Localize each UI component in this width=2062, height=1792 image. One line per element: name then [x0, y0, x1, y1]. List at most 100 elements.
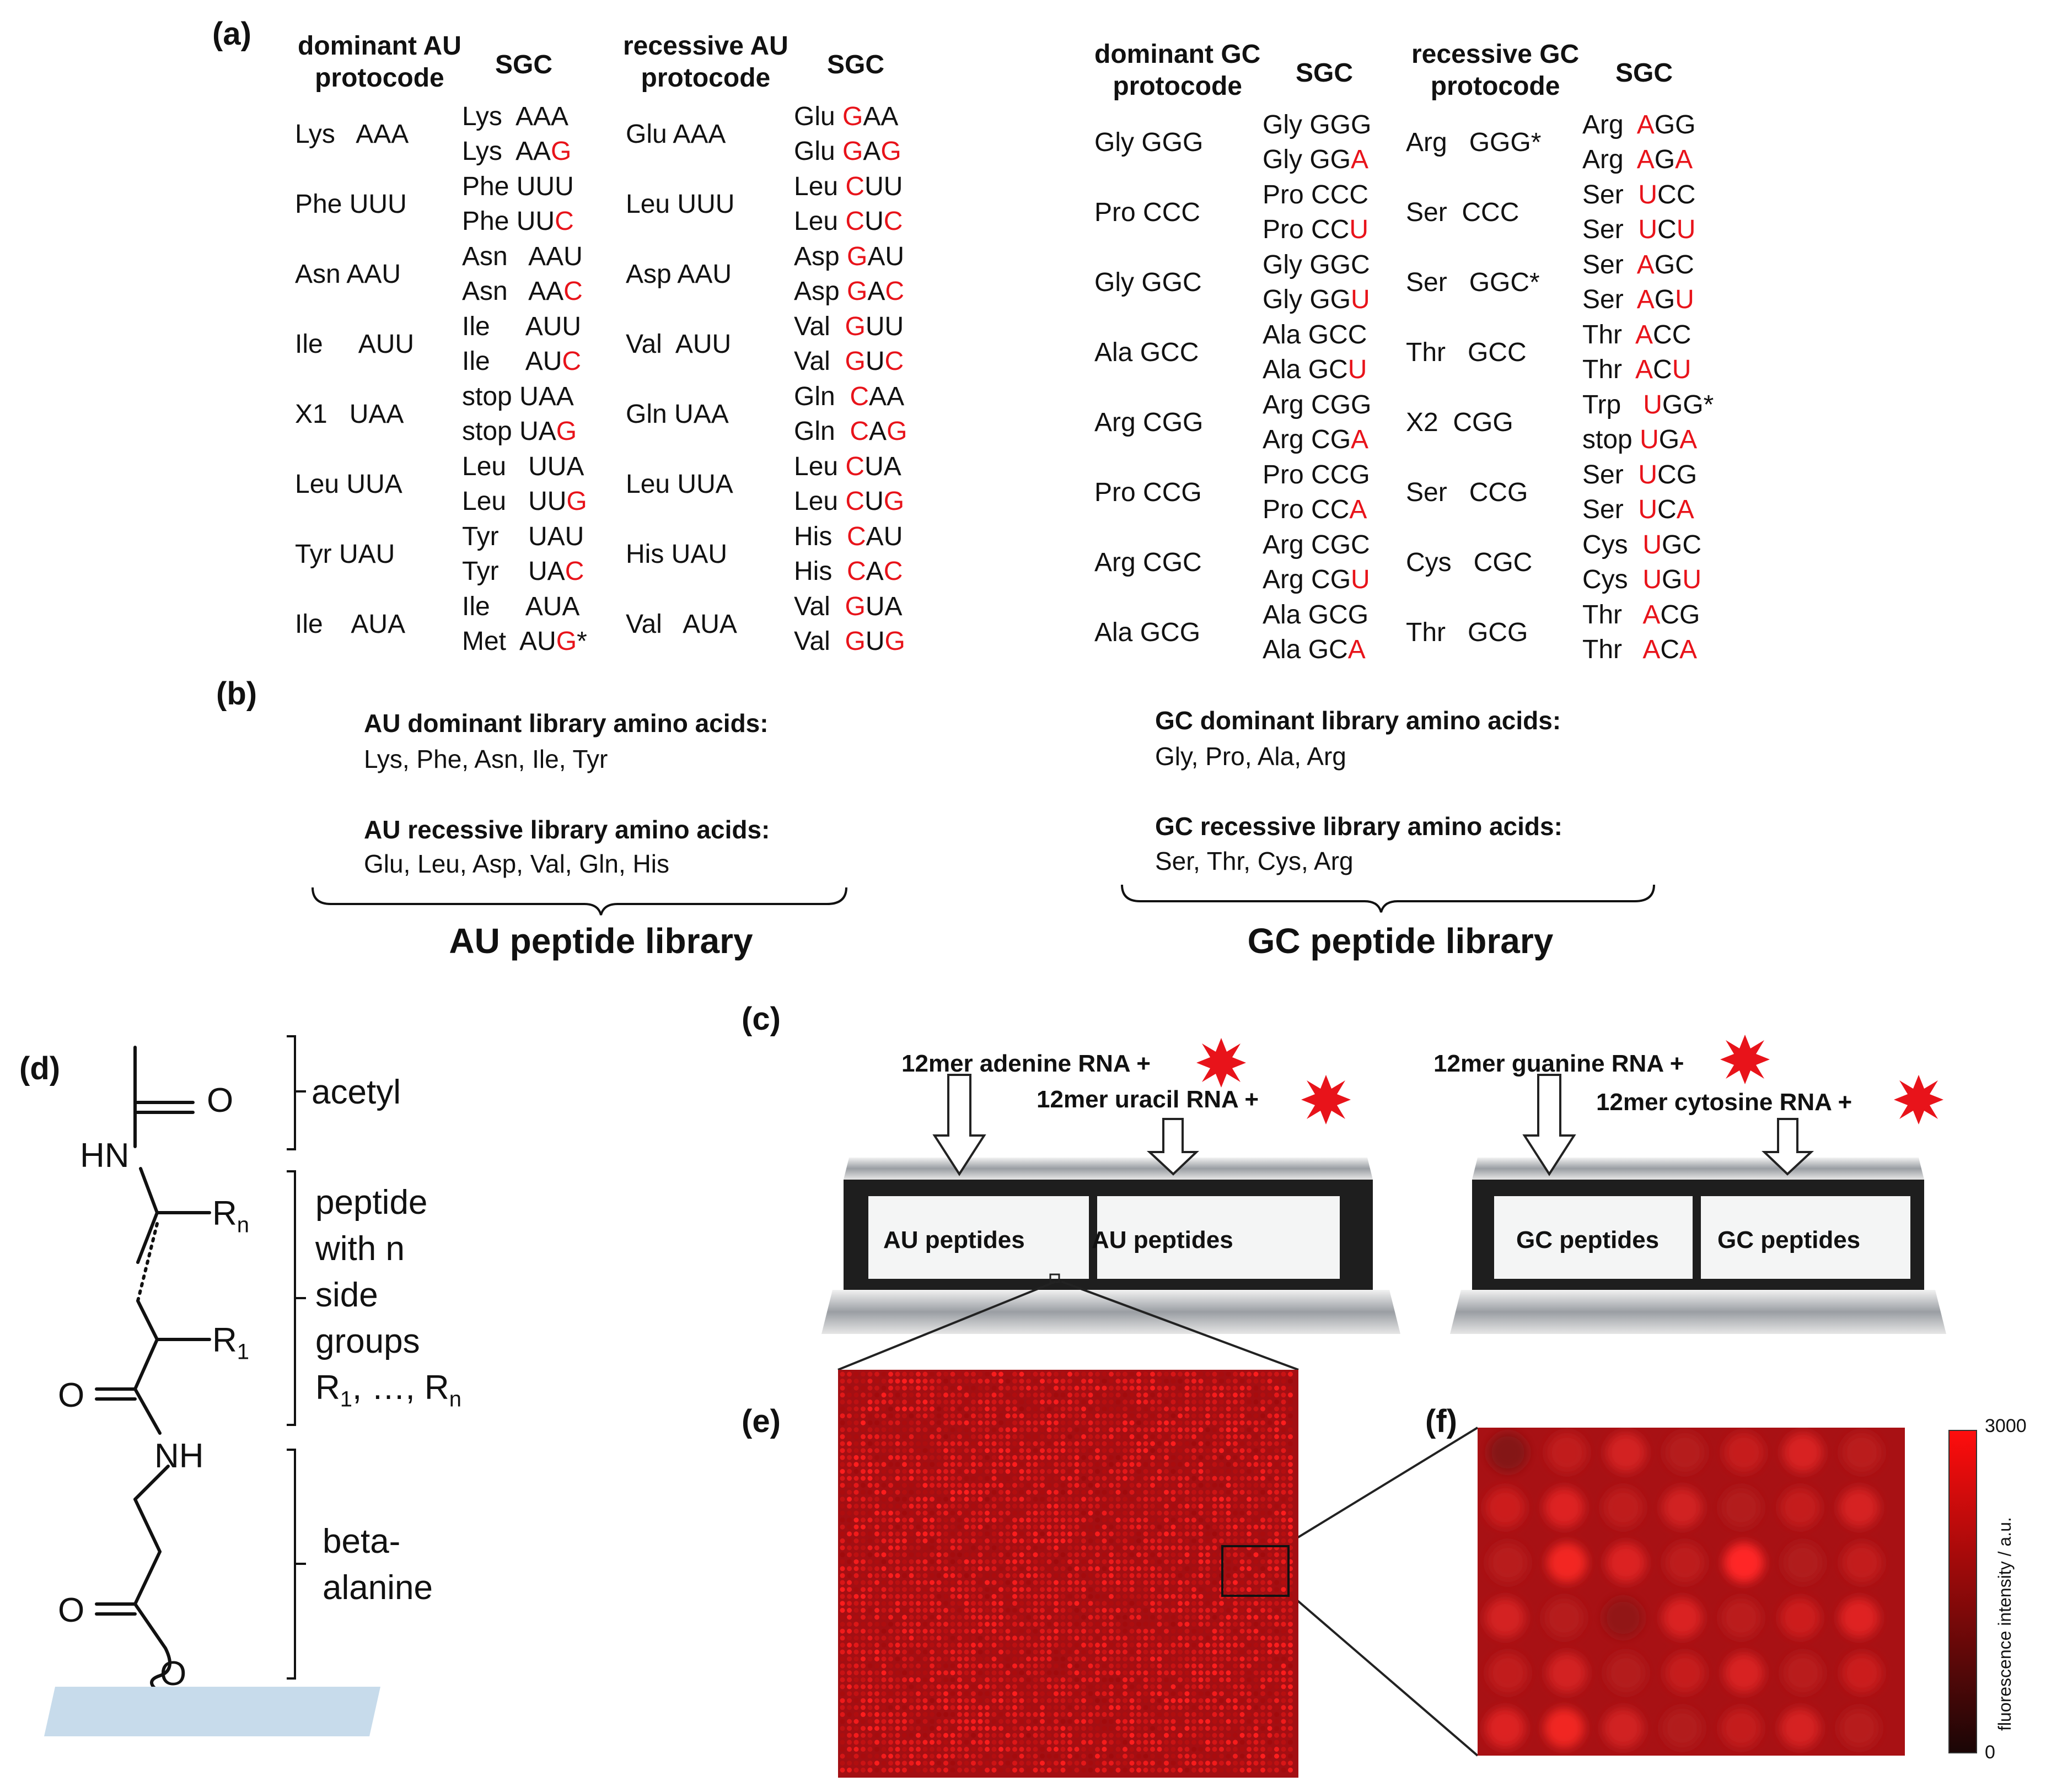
array-spot: [998, 1434, 1003, 1439]
array-spot: [922, 1746, 928, 1752]
array-spot: [1129, 1587, 1135, 1592]
protocode-codon: Ile AUU: [295, 330, 415, 359]
array-spot: [998, 1767, 1003, 1773]
array-spot: [1143, 1580, 1148, 1585]
array-spot: [1123, 1663, 1127, 1669]
array-spot: [881, 1448, 887, 1454]
array-spot: [1281, 1677, 1286, 1682]
array-spot: [1115, 1732, 1121, 1738]
array-spot: [943, 1503, 948, 1509]
array-spot: [950, 1503, 955, 1509]
array-spot: [902, 1531, 907, 1537]
array-spot: [1233, 1712, 1238, 1717]
array-spot: [1233, 1538, 1238, 1543]
array-spot: [1046, 1566, 1052, 1572]
chamber-au-1: AU peptides: [883, 1226, 1025, 1253]
array-spot: [861, 1510, 866, 1516]
array-spot: [1060, 1573, 1066, 1578]
array-spot: [1026, 1427, 1031, 1433]
au-dominant-title: AU dominant library amino acids:: [364, 709, 769, 738]
array-spot: [847, 1719, 852, 1724]
array-spot: [1253, 1573, 1259, 1578]
array-spot: [985, 1573, 990, 1578]
array-spot: [957, 1468, 962, 1474]
array-spot: [867, 1698, 873, 1703]
array-spot: [998, 1615, 1003, 1620]
array-spot: [936, 1448, 942, 1454]
array-spot: [1143, 1385, 1148, 1391]
array-spot: [881, 1649, 887, 1655]
array-spot: [1074, 1753, 1080, 1759]
array-spot: [895, 1420, 900, 1425]
array-spot: [1143, 1622, 1148, 1627]
array-spot: [1191, 1420, 1196, 1425]
array-spot: [978, 1448, 983, 1454]
array-spot: [1212, 1483, 1217, 1488]
array-spot: [881, 1441, 887, 1446]
array-spot: [1281, 1607, 1286, 1613]
array-spot: [1267, 1455, 1272, 1460]
array-spot: [930, 1503, 935, 1509]
array-spot: [902, 1691, 907, 1697]
array-spot: [1191, 1427, 1196, 1433]
array-spot: [861, 1726, 866, 1731]
array-spot: [943, 1767, 948, 1773]
array-spot: [1260, 1497, 1265, 1502]
array-spot: [1205, 1427, 1210, 1433]
array-spot: [1054, 1663, 1059, 1669]
array-spot: [964, 1622, 969, 1627]
array-spot: [936, 1406, 942, 1412]
array-spot: [1074, 1663, 1080, 1669]
array-spot: [1150, 1392, 1155, 1398]
array-spot: [1198, 1601, 1204, 1606]
array-spot: [1267, 1656, 1272, 1662]
array-spot: [1081, 1489, 1086, 1495]
array-spot: [881, 1566, 887, 1572]
array-spot: [1267, 1483, 1272, 1488]
array-spot: [1184, 1379, 1190, 1384]
array-spot: [1129, 1489, 1135, 1495]
array-spot: [1005, 1455, 1011, 1460]
array-spot: [964, 1698, 969, 1703]
array-spot: [861, 1545, 866, 1551]
protocode-codon: Leu UUA: [626, 470, 733, 499]
array-spot: [1288, 1413, 1293, 1419]
array-spot: [1033, 1684, 1038, 1689]
sgc-codon: Ile AUA: [462, 592, 580, 621]
array-spot: [985, 1615, 990, 1620]
array-spot: [991, 1663, 997, 1669]
sgc-codon: Ala GCC: [1263, 320, 1367, 349]
array-spot: [930, 1580, 935, 1585]
array-spot: [1115, 1622, 1121, 1627]
array-spot: [888, 1483, 893, 1488]
array-spot: [1019, 1712, 1024, 1717]
array-spot: [1267, 1698, 1272, 1703]
array-spot: [1012, 1476, 1017, 1481]
array-spot: [1095, 1538, 1100, 1543]
array-spot: [1212, 1420, 1217, 1425]
array-spot: [1219, 1732, 1224, 1738]
array-spot: [1274, 1559, 1279, 1564]
array-spot: [1260, 1552, 1265, 1558]
array-spot: [874, 1594, 879, 1599]
array-spot: [971, 1615, 976, 1620]
array-spot: [1226, 1649, 1231, 1655]
array-spot: [957, 1503, 962, 1509]
array-spot: [1226, 1767, 1231, 1773]
array-spot: [1253, 1413, 1259, 1419]
array-spot: [1239, 1684, 1245, 1689]
array-spot: [991, 1607, 997, 1613]
array-spot: [998, 1573, 1003, 1578]
adenine-rna-label: 12mer adenine RNA +: [901, 1050, 1151, 1077]
au-recessive-title: AU recessive library amino acids:: [364, 815, 770, 844]
array-spot: [1067, 1594, 1072, 1599]
array-spot: [922, 1448, 928, 1454]
array-spot: [909, 1476, 914, 1481]
array-spot: [971, 1455, 976, 1460]
array-spot: [1239, 1379, 1245, 1384]
array-spot: [874, 1385, 879, 1391]
beta-alanine-label: beta- alanine: [323, 1522, 433, 1607]
array-spot: [895, 1649, 900, 1655]
array-spot: [1040, 1753, 1045, 1759]
array-spot: [1143, 1489, 1148, 1495]
